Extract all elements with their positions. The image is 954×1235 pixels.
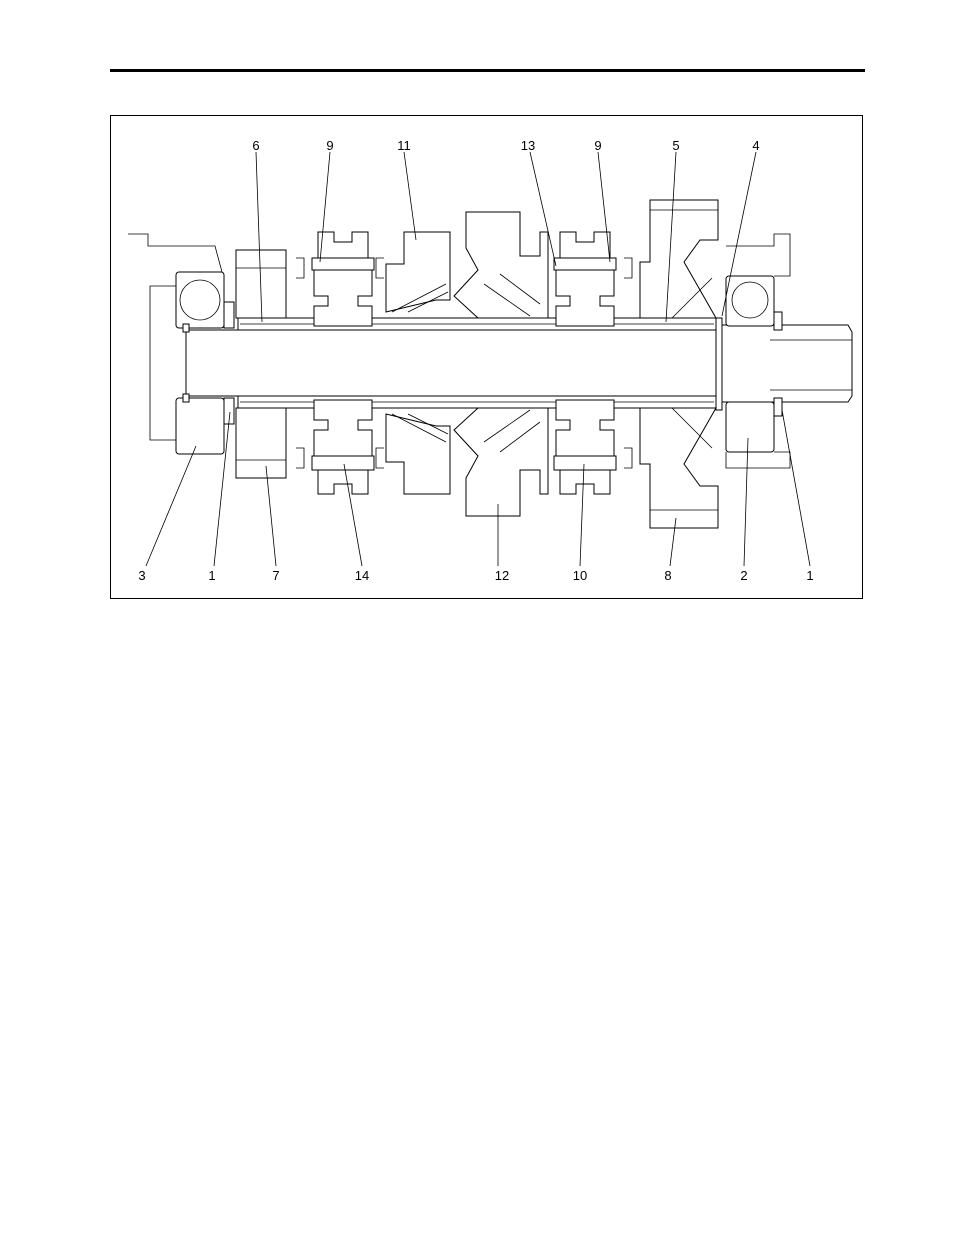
callout-6-top: 6 bbox=[252, 138, 259, 153]
callout-8-bottom: 8 bbox=[664, 568, 671, 583]
callout-5-top: 5 bbox=[672, 138, 679, 153]
bottom-callouts: 3 1 7 14 12 10 8 2 1 bbox=[138, 568, 813, 583]
callout-14-bottom: 14 bbox=[355, 568, 369, 583]
callout-11-top: 11 bbox=[397, 138, 411, 153]
callout-7-bottom: 7 bbox=[272, 568, 279, 583]
callout-3-bottom: 3 bbox=[138, 568, 145, 583]
callout-9-top-left: 9 bbox=[326, 138, 333, 153]
callout-13-top: 13 bbox=[521, 138, 535, 153]
callout-4-top: 4 bbox=[752, 138, 759, 153]
callout-1-bottom-right: 1 bbox=[806, 568, 813, 583]
callout-10-bottom: 10 bbox=[573, 568, 587, 583]
callout-1-bottom-left: 1 bbox=[208, 568, 215, 583]
callout-2-bottom: 2 bbox=[740, 568, 747, 583]
top-callouts: 6 9 11 13 9 5 4 bbox=[252, 138, 759, 153]
callout-9-top-right: 9 bbox=[594, 138, 601, 153]
callout-12-bottom: 12 bbox=[495, 568, 509, 583]
